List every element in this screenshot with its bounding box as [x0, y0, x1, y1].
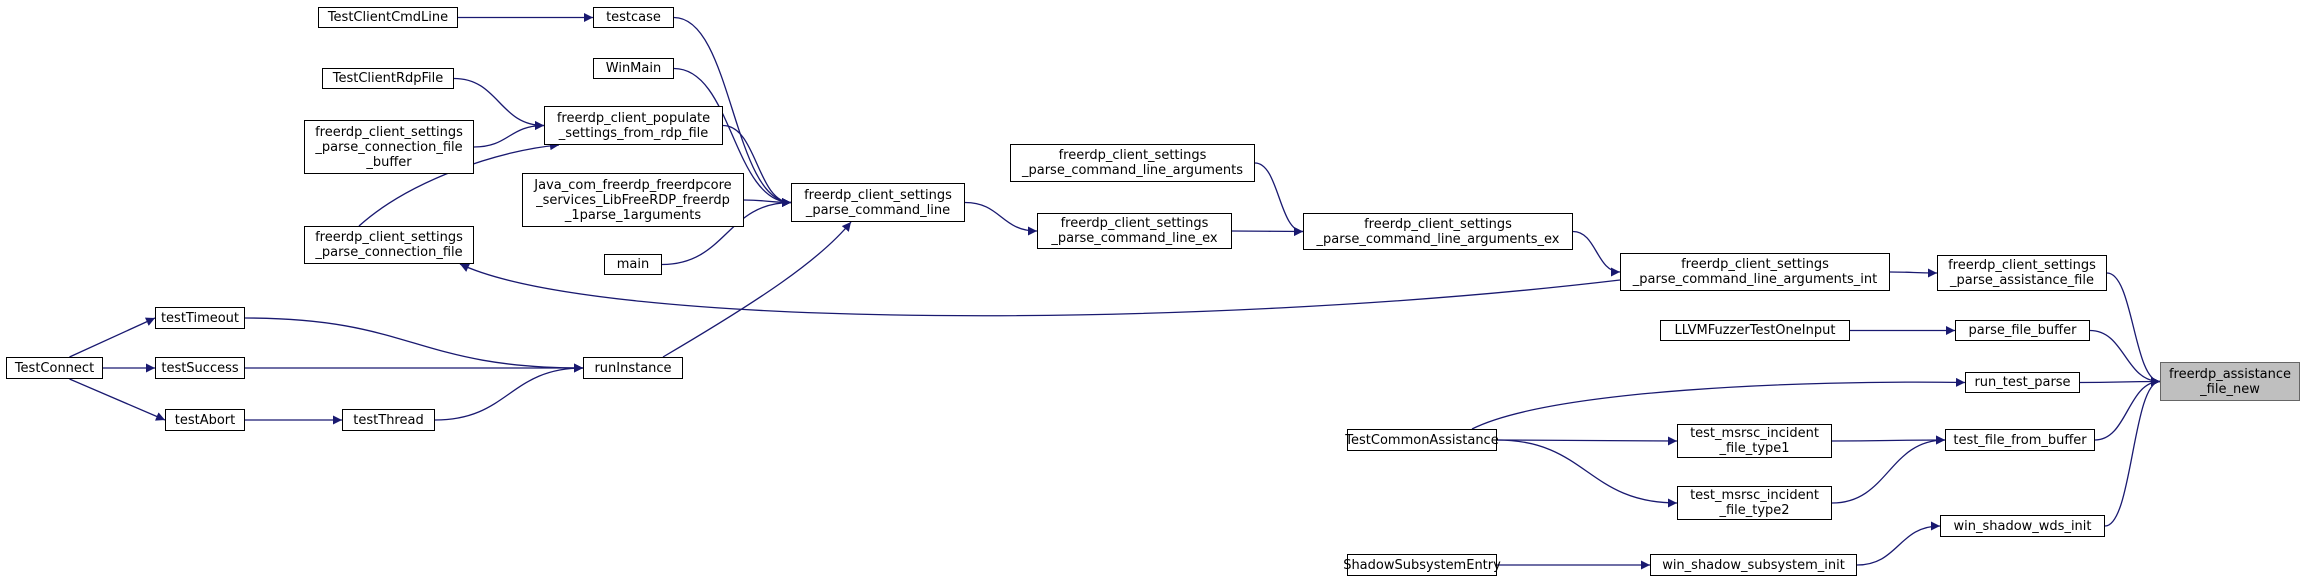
edge-parse-assistance-file-to-root	[2106, 272, 2161, 386]
edge-runinstance-to-cmdline	[662, 221, 852, 358]
edge-args-int-to-connection-file	[459, 263, 1621, 317]
node-args[interactable]: freerdp_client_settings _parse_command_l…	[1010, 144, 1255, 182]
edge-test-file-from-buffer-to-root	[2094, 377, 2161, 441]
edge-run-test-parse-to-root	[2079, 377, 2161, 387]
edge-testcase-to-cmdline	[673, 16, 792, 207]
edge-test-common-assistance-to-incident1	[1496, 436, 1678, 446]
edge-main-to-cmdline	[661, 198, 792, 266]
edge-test-timeout-to-runinstance	[244, 317, 584, 373]
node-test-timeout[interactable]: testTimeout	[155, 307, 245, 329]
node-java[interactable]: Java_com_freerdp_freerdpcore _services_L…	[522, 173, 744, 227]
node-args-int[interactable]: freerdp_client_settings _parse_command_l…	[1620, 253, 1890, 291]
edge-test-thread-to-runinstance	[434, 363, 584, 421]
node-incident2[interactable]: test_msrsc_incident _file_type2	[1677, 486, 1832, 520]
edge-conn-buffer-to-populate	[473, 121, 545, 148]
node-winmain[interactable]: WinMain	[593, 58, 674, 79]
node-shadow-entry[interactable]: ShadowSubsystemEntry	[1343, 554, 1501, 576]
edge-test-connect-to-test-abort	[69, 378, 166, 421]
edge-winmain-to-cmdline	[673, 67, 792, 207]
node-subsystem-init[interactable]: win_shadow_subsystem_init	[1650, 554, 1857, 576]
node-testcase[interactable]: testcase	[593, 7, 674, 28]
node-test-client-rdpfile[interactable]: TestClientRdpFile	[322, 68, 454, 89]
node-test-success[interactable]: testSuccess	[155, 357, 245, 379]
node-test-thread[interactable]: testThread	[342, 409, 435, 431]
edge-win-shadow-wds-init-to-root	[2104, 377, 2161, 527]
node-cmdline-ex[interactable]: freerdp_client_settings _parse_command_l…	[1037, 213, 1232, 249]
edge-args-to-args-ex	[1254, 162, 1304, 236]
node-win-shadow-wds-init[interactable]: win_shadow_wds_init	[1940, 515, 2105, 537]
edge-incident1-to-test-file-from-buffer	[1831, 435, 1946, 445]
node-test-file-from-buffer[interactable]: test_file_from_buffer	[1945, 429, 2095, 451]
node-conn-buffer[interactable]: freerdp_client_settings _parse_connectio…	[304, 120, 474, 174]
node-cmdline[interactable]: freerdp_client_settings _parse_command_l…	[791, 183, 965, 222]
node-test-abort[interactable]: testAbort	[165, 409, 245, 431]
node-llvm-fuzzer[interactable]: LLVMFuzzerTestOneInput	[1660, 320, 1850, 341]
node-parse-file-buffer[interactable]: parse_file_buffer	[1955, 320, 2090, 341]
node-test-common-assistance[interactable]: TestCommonAssistance	[1345, 429, 1499, 451]
edge-parse-file-buffer-to-root	[2089, 329, 2161, 386]
edge-incident2-to-test-file-from-buffer	[1831, 435, 1946, 504]
node-test-client-cmdline[interactable]: TestClientCmdLine	[318, 7, 458, 28]
node-args-ex[interactable]: freerdp_client_settings _parse_command_l…	[1303, 213, 1573, 250]
node-incident1[interactable]: test_msrsc_incident _file_type1	[1677, 424, 1832, 458]
node-main[interactable]: main	[604, 254, 662, 275]
edge-args-ex-to-args-int	[1572, 230, 1621, 277]
edge-subsystem-init-to-win-shadow-wds-init	[1856, 521, 1941, 566]
node-test-connect[interactable]: TestConnect	[6, 357, 103, 379]
edge-test-common-assistance-to-incident2	[1496, 439, 1678, 508]
node-parse-assistance-file[interactable]: freerdp_client_settings _parse_assistanc…	[1937, 255, 2107, 291]
edge-args-int-to-parse-assistance-file	[1889, 268, 1938, 278]
edge-populate-to-cmdline	[722, 124, 792, 207]
edge-cmdline-to-cmdline-ex	[964, 201, 1038, 236]
node-run-test-parse[interactable]: run_test_parse	[1965, 372, 2080, 393]
edge-cmdline-ex-to-args-ex	[1231, 226, 1304, 236]
node-connection-file[interactable]: freerdp_client_settings _parse_connectio…	[304, 226, 474, 264]
node-runinstance[interactable]: runInstance	[583, 357, 683, 379]
edge-test-common-assistance-to-run-test-parse	[1471, 377, 1966, 430]
node-populate[interactable]: freerdp_client_populate _settings_from_r…	[544, 106, 723, 145]
edge-test-client-rdpfile-to-populate	[453, 77, 545, 130]
edge-test-connect-to-test-timeout	[69, 317, 156, 358]
node-root[interactable]: freerdp_assistance _file_new	[2160, 362, 2300, 401]
